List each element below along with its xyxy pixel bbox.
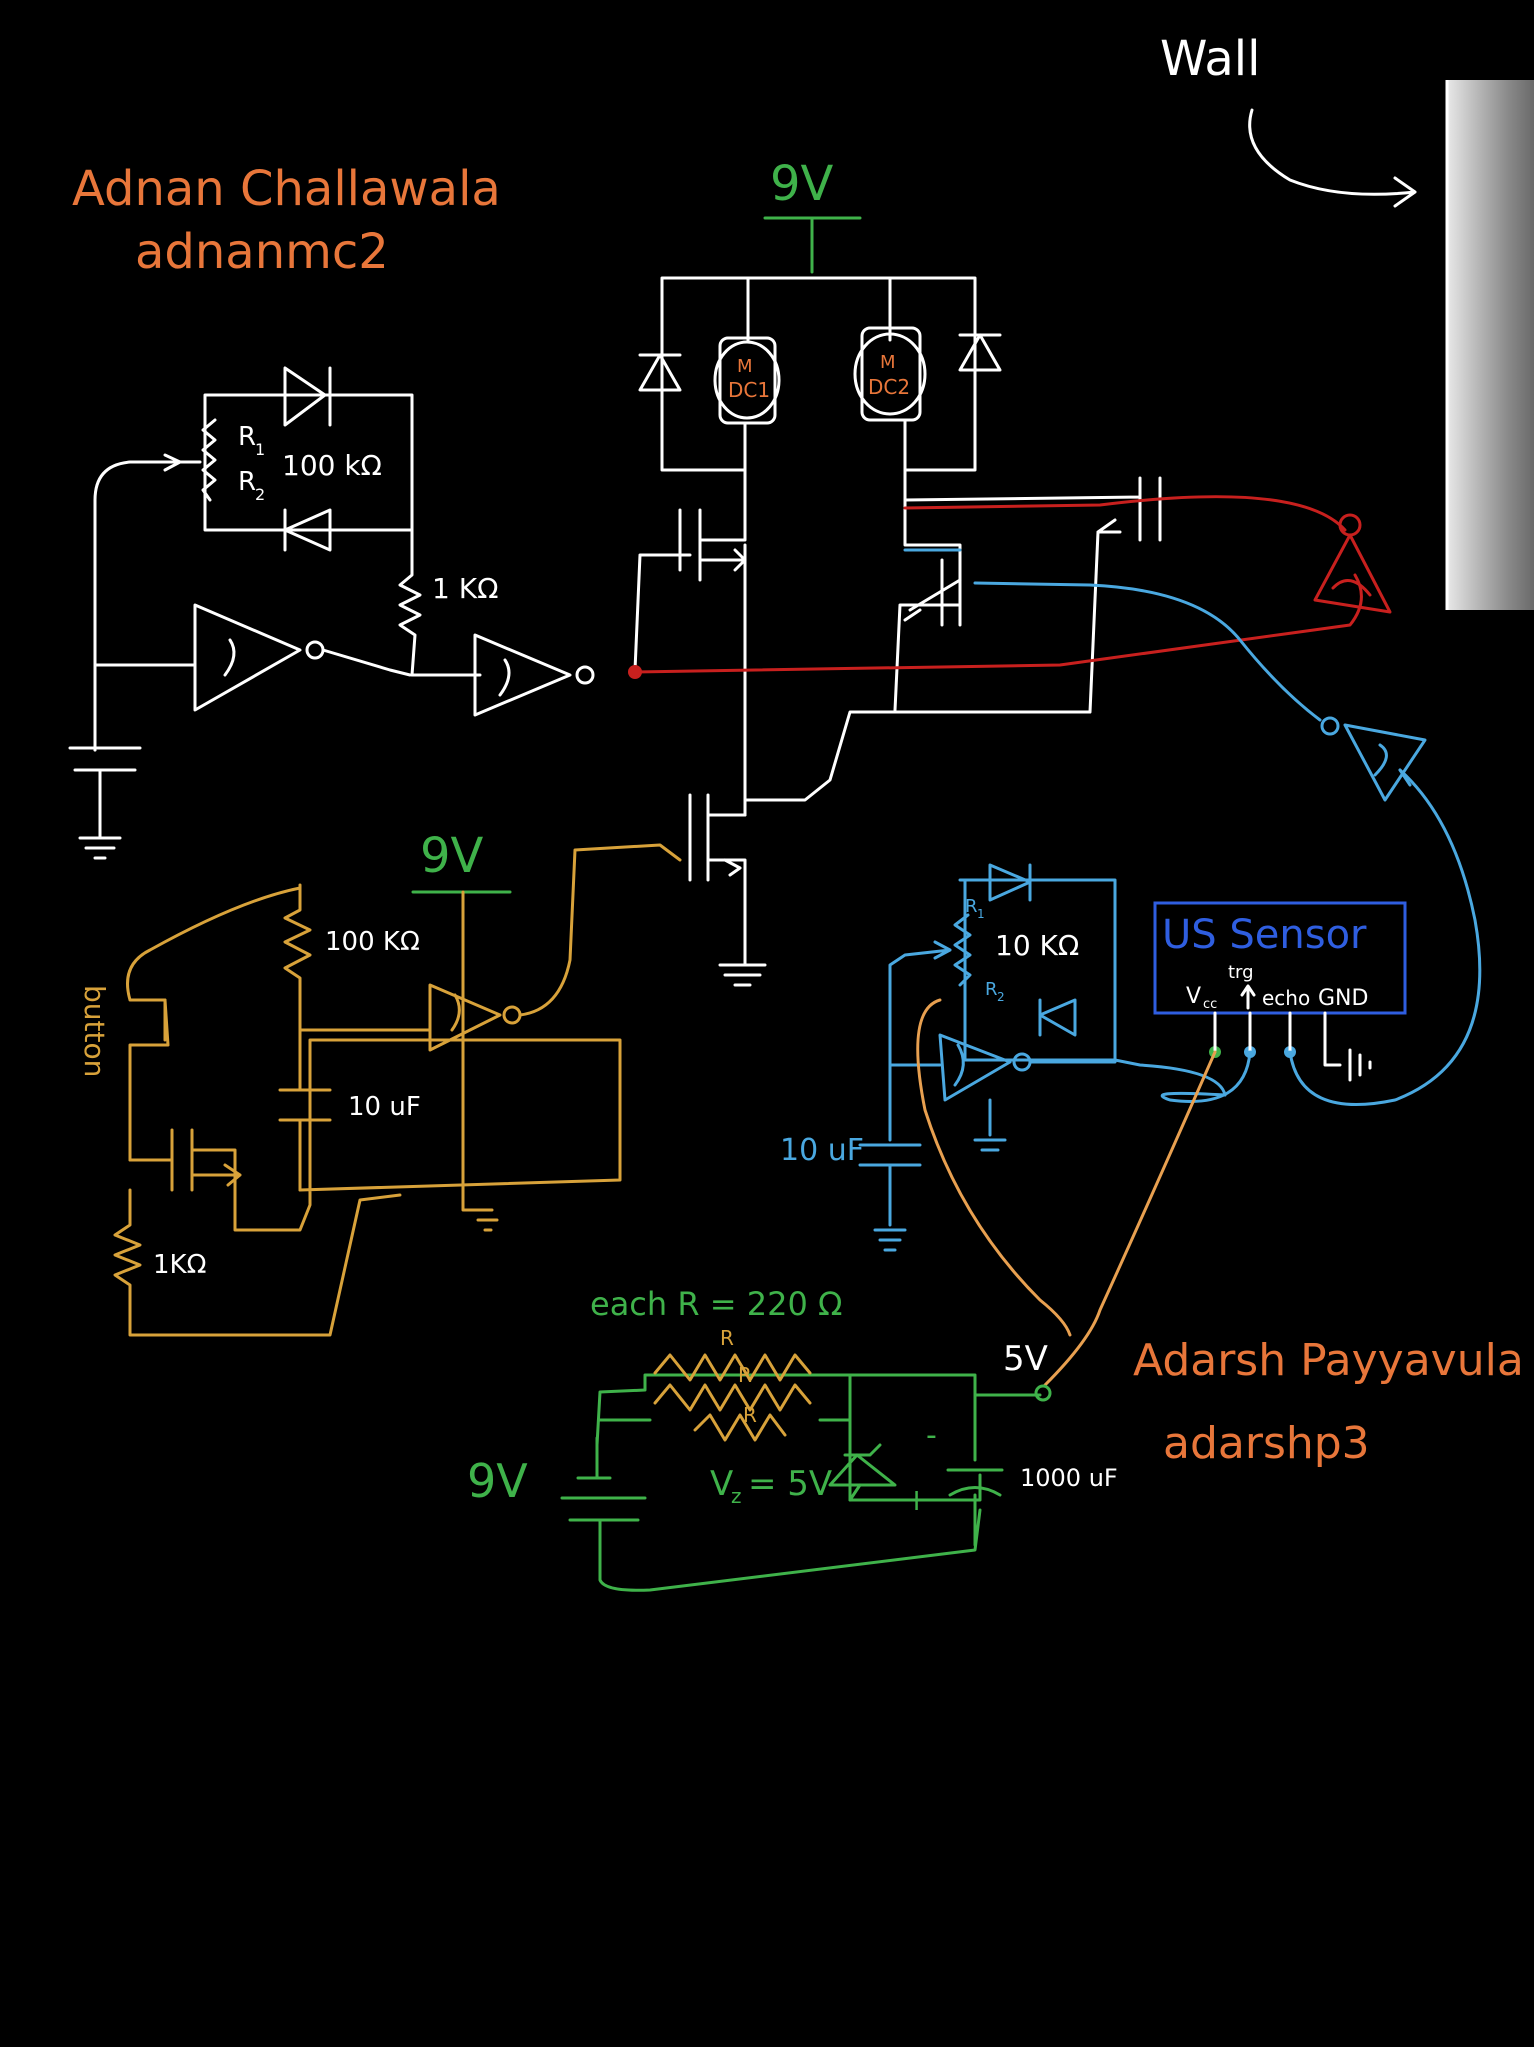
sensor-oscillator: R 1 R 2 10 KΩ 10 uF — [780, 863, 1227, 1252]
cap-1000uf-label: 1000 uF — [1020, 1464, 1118, 1492]
diode-r2 — [283, 508, 332, 552]
svg-text:V: V — [1186, 984, 1201, 1009]
svg-text:M: M — [737, 356, 753, 377]
inverter-sensor — [938, 1033, 1012, 1102]
svg-text:100 KΩ: 100 KΩ — [325, 927, 420, 957]
author1-id: adnanmc2 — [135, 224, 389, 280]
vz-label: V — [710, 1464, 733, 1504]
wall-label: Wall — [1160, 31, 1260, 87]
oscillator-top: R 1 R 2 100 kΩ 1 KΩ — [68, 366, 595, 860]
button-circuit: 9V 100 KΩ button 10 uF 1KΩ — [78, 828, 682, 1337]
svg-text:GND: GND — [1318, 986, 1368, 1011]
svg-text:cc: cc — [1203, 997, 1217, 1012]
diode-left — [638, 353, 682, 392]
svg-text:1: 1 — [977, 907, 985, 921]
svg-text:R: R — [238, 467, 256, 497]
us-sensor: US Sensor trg V cc echo GND — [1153, 768, 1482, 1107]
svg-text:DC2: DC2 — [868, 375, 910, 399]
wall-arrow — [1248, 108, 1417, 208]
svg-text:R: R — [738, 1363, 752, 1387]
svg-text:M: M — [880, 352, 896, 373]
inverter-top-1 — [193, 603, 302, 712]
diode-right — [958, 333, 1002, 372]
supply-9v-top: 9V — [770, 156, 834, 212]
svg-text:-: - — [926, 1418, 937, 1453]
svg-text:R: R — [985, 979, 998, 1000]
regulator: each R = 220 Ω R R R 9V V z = 5V - + 5V … — [467, 1285, 1118, 1592]
svg-text:1 KΩ: 1 KΩ — [432, 572, 498, 605]
motor-driver: 9V M DC1 M DC2 — [633, 156, 1162, 987]
svg-text:+: + — [904, 1483, 929, 1518]
svg-text:R: R — [720, 1326, 734, 1350]
wall — [1445, 80, 1534, 610]
svg-text:10 uF: 10 uF — [348, 1092, 421, 1122]
inverter-top-2 — [473, 633, 572, 717]
supply-9v-reg: 9V — [467, 1454, 528, 1508]
author1-name: Adnan Challawala — [72, 161, 501, 217]
svg-text:= 5V: = 5V — [748, 1464, 832, 1504]
each-r-label: each R = 220 Ω — [590, 1285, 842, 1323]
us-sensor-title: US Sensor — [1162, 912, 1367, 958]
svg-text:R: R — [238, 422, 256, 452]
motor-dc2: M DC2 — [853, 326, 927, 422]
svg-text:trg: trg — [1228, 962, 1254, 983]
pot-label: 100 kΩ — [282, 449, 382, 482]
diode-r1 — [283, 366, 332, 427]
svg-text:R: R — [965, 896, 978, 917]
inverter-button — [428, 983, 502, 1052]
svg-text:2: 2 — [997, 990, 1005, 1004]
buzzer — [1313, 513, 1392, 614]
svg-text:z: z — [731, 1484, 742, 1508]
diode-sensor-r2 — [1038, 998, 1077, 1037]
comparator-inverter — [1320, 716, 1427, 802]
svg-text:10 uF: 10 uF — [780, 1133, 864, 1168]
button-label: button — [78, 985, 111, 1077]
svg-text:2: 2 — [255, 485, 265, 504]
svg-text:1: 1 — [255, 440, 265, 459]
pot-sensor-label: 10 KΩ — [995, 929, 1079, 962]
svg-text:1KΩ: 1KΩ — [153, 1250, 206, 1280]
author2-id: adarshp3 — [1163, 1418, 1370, 1469]
svg-text:R: R — [743, 1403, 757, 1427]
v5-label: 5V — [1003, 1339, 1048, 1379]
author2-name: Adarsh Payyavula — [1133, 1335, 1524, 1386]
supply-9v-mid: 9V — [420, 828, 484, 884]
svg-text:DC1: DC1 — [728, 378, 770, 402]
motor-dc1: M DC1 — [713, 336, 781, 425]
svg-text:echo: echo — [1262, 986, 1310, 1010]
diode-sensor-r1 — [988, 863, 1032, 902]
blue-echo-wire — [973, 581, 1322, 722]
vcc-wire — [916, 998, 1217, 1387]
